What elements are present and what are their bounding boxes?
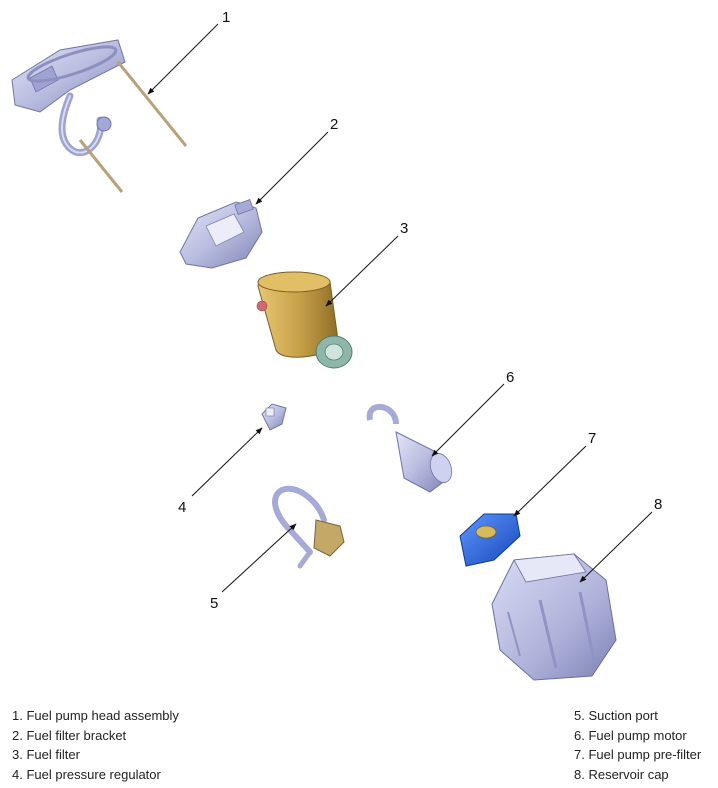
- callout-5: 5: [210, 595, 218, 612]
- legend-item: 5. Suction port: [574, 708, 658, 723]
- fuel-pump-head-assembly-part: [11, 39, 188, 193]
- leader-lines: [147, 23, 653, 593]
- callout-8: 8: [654, 496, 662, 513]
- reservoir-cap-part: [491, 553, 617, 681]
- legend-item: 6. Fuel pump motor: [574, 727, 687, 743]
- leader-line-3: [325, 235, 399, 307]
- callout-2: 2: [330, 116, 338, 133]
- leader-line-4: [191, 427, 263, 497]
- exploded-parts-diagram: 1 2 3 4 5 6 7 8: [11, 9, 662, 681]
- fuel-pressure-regulator-part: [261, 403, 287, 431]
- leader-line-7: [513, 445, 587, 517]
- leader-line-6: [431, 383, 505, 457]
- fuel-pump-pre-filter-part: [459, 513, 521, 567]
- callout-6: 6: [506, 369, 514, 386]
- legend-item: 7. Fuel pump pre-filter: [574, 747, 702, 762]
- leader-line-5: [221, 523, 297, 593]
- legend-item: 1. Fuel pump head assembly: [12, 708, 179, 723]
- fuel-pump-motor-part: [366, 403, 453, 493]
- callout-4: 4: [178, 499, 186, 516]
- legend-item: 3. Fuel filter: [12, 747, 80, 762]
- callout-1: 1: [222, 9, 230, 26]
- leader-line-2: [255, 131, 329, 205]
- legend-item: 8. Reservoir cap: [574, 766, 669, 782]
- leader-line-1: [147, 23, 219, 95]
- legend-left-column: 1. Fuel pump head assembly 2. Fuel filte…: [12, 706, 179, 784]
- callout-3: 3: [400, 220, 408, 237]
- legend-item: 2. Fuel filter bracket: [12, 727, 127, 743]
- legend-item: 4. Fuel pressure regulator: [12, 766, 161, 782]
- legend-right-column: 5. Suction port 6. Fuel pump motor 7. Fu…: [574, 706, 701, 784]
- suction-port-part: [272, 485, 345, 569]
- callout-7: 7: [588, 430, 596, 447]
- fuel-filter-part: [256, 271, 353, 369]
- callout-numbers: 1 2 3 4 5 6 7 8: [178, 9, 662, 612]
- fuel-filter-bracket-part: [179, 199, 263, 269]
- leader-line-8: [579, 511, 653, 583]
